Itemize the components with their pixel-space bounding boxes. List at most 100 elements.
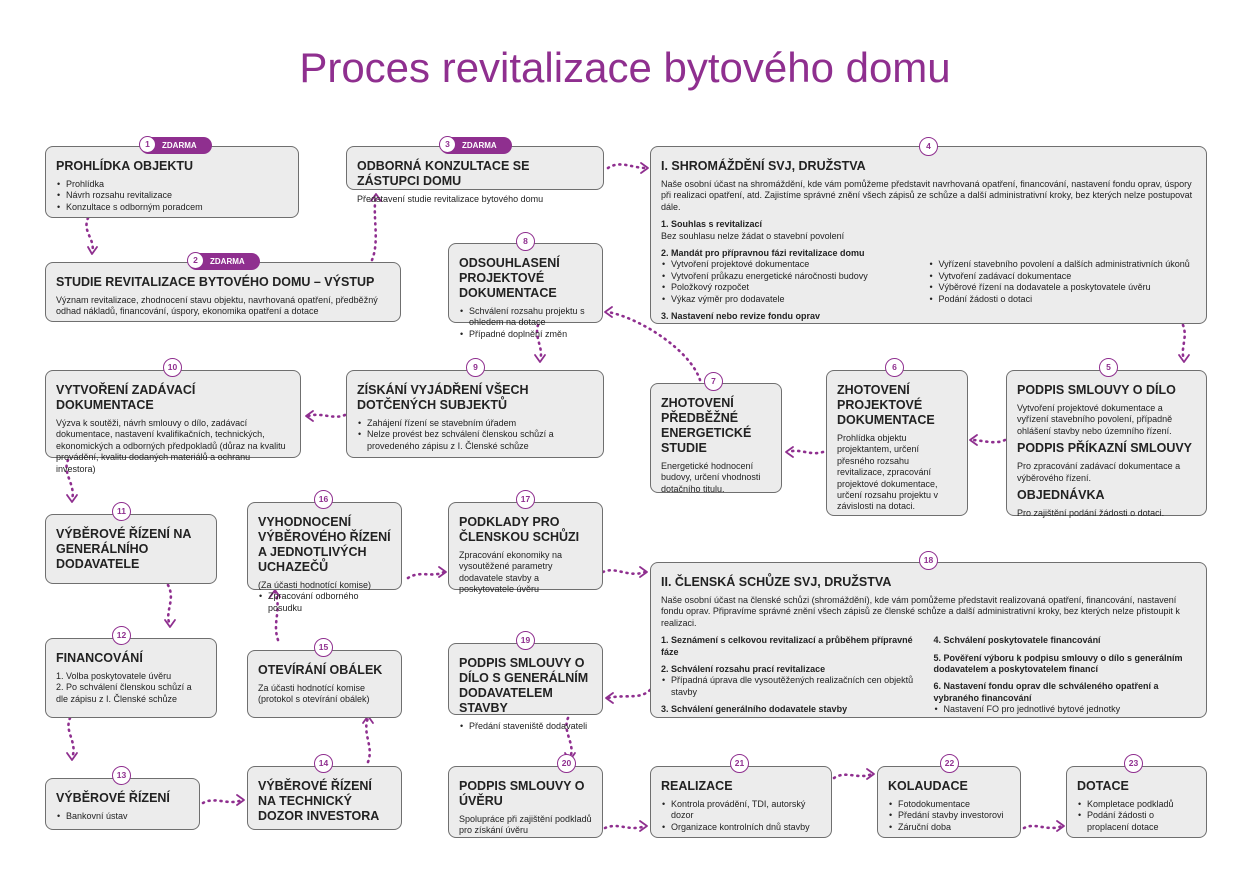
list-item: Vytvoření průkazu energetické náročnosti… xyxy=(662,271,929,283)
list-item: Výkaz výměr pro dodavatele xyxy=(662,294,929,306)
step-15-title: OTEVÍRÁNÍ OBÁLEK xyxy=(258,663,383,677)
step-10-box: VYTVOŘENÍ ZADÁVACÍ DOKUMENTACE Výzva k s… xyxy=(45,370,301,474)
step-19-box: PODPIS SMLOUVY O DÍLO S GENERÁLNÍM DODAV… xyxy=(448,643,603,733)
step-9-title: ZÍSKÁNÍ VYJÁDŘENÍ VŠECH DOTČENÝCH SUBJEK… xyxy=(357,383,529,412)
step-16-number: 16 xyxy=(314,490,333,509)
step-12-box: FINANCOVÁNÍ 1. Volba poskytovatele úvěru… xyxy=(45,638,217,718)
list-item: 1. Volba poskytovatele úvěru xyxy=(56,671,172,681)
list-item: Záruční doba xyxy=(889,822,1010,834)
step-19-list: Předání staveniště dodavateli xyxy=(459,721,592,733)
step-1-box: PROHLÍDKA OBJEKTU Prohlídka Návrh rozsah… xyxy=(45,146,299,218)
step-4-number: 4 xyxy=(919,137,938,156)
step-23-title: DOTACE xyxy=(1077,779,1129,793)
step-2-box: STUDIE REVITALIZACE BYTOVÉHO DOMU – VÝST… xyxy=(45,262,401,322)
step-9-number: 9 xyxy=(466,358,485,377)
list-item: Podání žádosti o proplacení dotace xyxy=(1078,810,1196,833)
step-16-text: (Za účasti hodnotící komise) xyxy=(258,580,372,590)
step-16-box: VYHODNOCENÍ VÝBĚROVÉHO ŘÍZENÍ A JEDNOTLI… xyxy=(247,502,402,613)
step-1-list: Prohlídka Návrh rozsahu revitalizace Kon… xyxy=(56,179,288,214)
step-13-number: 13 xyxy=(112,766,131,785)
step-18-c1: 1. Seznámení s celkovou revitalizací a p… xyxy=(661,635,913,657)
step-4-sub3: 3. Nastavení nebo revize fondu oprav xyxy=(661,311,821,322)
list-item: Případná úprava dle vysoutěžených realiz… xyxy=(662,675,924,698)
list-item: Konzultace s odborným poradcem xyxy=(57,202,288,214)
step-22-number: 22 xyxy=(940,754,959,773)
step-15-box: OTEVÍRÁNÍ OBÁLEK Za účasti hodnotící kom… xyxy=(247,650,402,718)
step-7-title: ZHOTOVENÍ PŘEDBĚŽNÉ ENERGETICKÉ STUDIE xyxy=(661,396,752,455)
step-9-box: ZÍSKÁNÍ VYJÁDŘENÍ VŠECH DOTČENÝCH SUBJEK… xyxy=(346,370,604,458)
list-item: Kompletace podkladů xyxy=(1078,799,1196,811)
list-item: Podání žádosti o dotaci xyxy=(930,294,1197,306)
list-item: Organizace kontrolních dnů stavby xyxy=(662,822,821,834)
step-18-text: Naše osobní účast na členské schůzi (shr… xyxy=(661,595,1180,628)
step-12-list: 1. Volba poskytovatele úvěru 2. Po schvá… xyxy=(56,671,206,705)
step-6-text: Prohlídka objektu projektantem, určení p… xyxy=(837,433,939,512)
step-2-title: STUDIE REVITALIZACE BYTOVÉHO DOMU – VÝST… xyxy=(56,275,375,289)
step-8-title: ODSOUHLASENÍ PROJEKTOVÉ DOKUMENTACE xyxy=(459,256,560,300)
list-item: Schválení rozsahu projektu s ohledem na … xyxy=(460,306,592,329)
step-8-box: ODSOUHLASENÍ PROJEKTOVÉ DOKUMENTACE Schv… xyxy=(448,243,603,341)
step-13-box: VÝBĚROVÉ ŘÍZENÍ Bankovní ústav xyxy=(45,778,200,830)
step-18-c6: 6. Nastavení fondu oprav dle schváleného… xyxy=(933,681,1159,703)
step-1-number: 1 xyxy=(139,136,156,153)
step-22-box: KOLAUDACE Fotodokumentace Předání stavby… xyxy=(877,766,1021,838)
step-3-title: ODBORNÁ KONZULTACE SE ZÁSTUPCI DOMU xyxy=(357,159,530,188)
step-11-number: 11 xyxy=(112,502,131,521)
step-7-text: Energetické hodnocení budovy, určení vho… xyxy=(661,461,761,494)
step-2-number: 2 xyxy=(187,252,204,269)
step-21-box: REALIZACE Kontrola provádění, TDI, autor… xyxy=(650,766,832,838)
step-19-number: 19 xyxy=(516,631,535,650)
step-10-text: Výzva k soutěži, návrh smlouvy o dílo, z… xyxy=(56,418,286,474)
step-7-number: 7 xyxy=(704,372,723,391)
step-11-title: VÝBĚROVÉ ŘÍZENÍ NA GENERÁLNÍHO DODAVATEL… xyxy=(56,527,191,571)
step-4-sub1-text: Bez souhlasu nelze žádat o stavební povo… xyxy=(661,230,845,241)
step-8-number: 8 xyxy=(516,232,535,251)
step-18-number: 18 xyxy=(919,551,938,570)
page-title: Proces revitalizace bytového domu xyxy=(299,44,951,91)
step-1-free-badge: 1 ZDARMA xyxy=(139,136,212,154)
step-4-box: I. SHROMÁŽDĚNÍ SVJ, DRUŽSTVA Naše osobní… xyxy=(650,146,1207,324)
step-10-title: VYTVOŘENÍ ZADÁVACÍ DOKUMENTACE xyxy=(56,383,196,412)
step-17-title: PODKLADY PRO ČLENSKOU SCHŮZI xyxy=(459,515,580,544)
list-item: Prohlídka xyxy=(57,179,288,191)
step-16-title: VYHODNOCENÍ VÝBĚROVÉHO ŘÍZENÍ A JEDNOTLI… xyxy=(258,515,391,574)
list-item: 2. Po schválení členskou schůzí a dle zá… xyxy=(56,682,192,704)
step-20-title: PODPIS SMLOUVY O ÚVĚRU xyxy=(459,779,585,808)
step-20-box: PODPIS SMLOUVY O ÚVĚRU Spolupráce při za… xyxy=(448,766,603,838)
step-3-free-badge: 3 ZDARMA xyxy=(439,136,512,154)
list-item: Nelze provést bez schválení členskou sch… xyxy=(358,429,593,452)
step-17-number: 17 xyxy=(516,490,535,509)
list-item: Zpracování odborného posudku xyxy=(259,591,391,614)
free-label: ZDARMA xyxy=(462,141,497,150)
step-17-box: PODKLADY PRO ČLENSKOU SCHŮZI Zpracování … xyxy=(448,502,603,594)
step-20-number: 20 xyxy=(557,754,576,773)
step-14-number: 14 xyxy=(314,754,333,773)
step-19-title: PODPIS SMLOUVY O DÍLO S GENERÁLNÍM DODAV… xyxy=(459,656,589,715)
step-23-list: Kompletace podkladů Podání žádosti o pro… xyxy=(1077,799,1196,833)
list-item: Vyřízení stavebního povolení a dalších a… xyxy=(930,259,1197,271)
step-8-list: Schválení rozsahu projektu s ohledem na … xyxy=(459,306,592,341)
list-item: Návrh rozsahu revitalizace xyxy=(57,190,288,202)
list-item: Položkový rozpočet xyxy=(662,282,929,294)
step-16-list: Zpracování odborného posudku xyxy=(258,591,391,614)
step-22-list: Fotodokumentace Předání stavby investoro… xyxy=(888,799,1010,834)
step-14-title: VÝBĚROVÉ ŘÍZENÍ NA TECHNICKÝ DOZOR INVES… xyxy=(258,779,380,823)
step-20-text: Spolupráce při zajištění podkladů pro zí… xyxy=(459,814,592,836)
free-label: ZDARMA xyxy=(210,257,245,266)
step-5-text3: Pro zajištění podání žádosti o dotaci. xyxy=(1017,508,1165,519)
step-18-c3: 3. Schválení generálního dodavatele stav… xyxy=(661,704,848,715)
step-4-sub1: 1. Souhlas s revitalizací xyxy=(661,219,763,230)
list-item: Vytvoření zadávací dokumentace xyxy=(930,271,1197,283)
step-13-list: Bankovní ústav xyxy=(56,811,189,823)
step-9-list: Zahájení řízení se stavebním úřadem Nelz… xyxy=(357,418,593,452)
step-18-box: II. ČLENSKÁ SCHŮZE SVJ, DRUŽSTVA Naše os… xyxy=(650,562,1207,718)
list-item: Kontrola provádění, TDI, autorský dozor xyxy=(662,799,821,822)
list-item: Případné doplnění změn xyxy=(460,329,592,341)
step-11-box: VÝBĚROVÉ ŘÍZENÍ NA GENERÁLNÍHO DODAVATEL… xyxy=(45,514,217,584)
list-item: Předání staveniště dodavateli xyxy=(460,721,592,733)
step-5-title: PODPIS SMLOUVY O DÍLO xyxy=(1017,383,1176,397)
step-22-title: KOLAUDACE xyxy=(888,779,968,793)
list-item: Fotodokumentace xyxy=(889,799,1010,811)
step-4-title: I. SHROMÁŽDĚNÍ SVJ, DRUŽSTVA xyxy=(661,159,866,173)
step-12-title: FINANCOVÁNÍ xyxy=(56,651,143,665)
